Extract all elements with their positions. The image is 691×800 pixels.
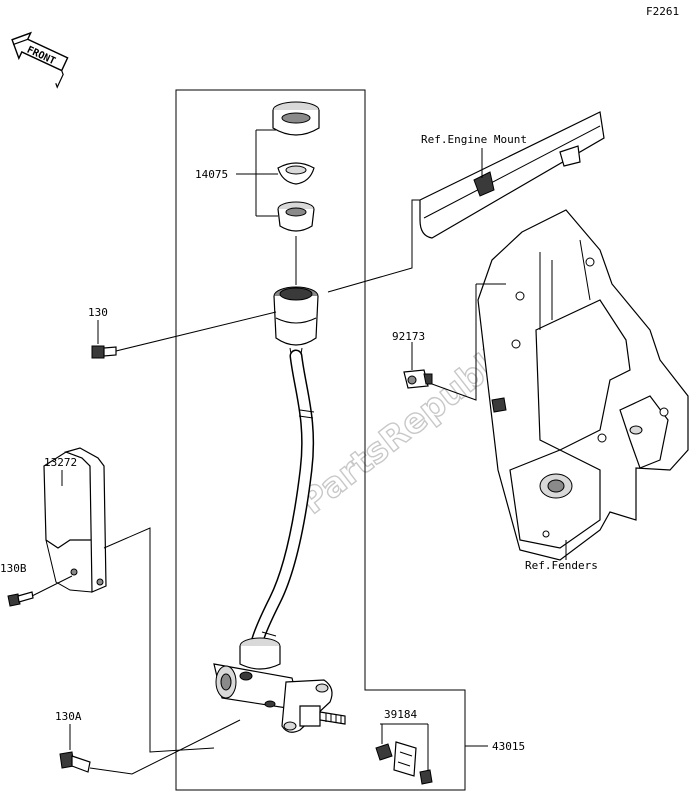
reservoir-diaphragm	[277, 201, 315, 232]
nut-39184	[375, 741, 433, 785]
callout-13272: 13272	[44, 456, 77, 469]
engine-mount-frame	[419, 111, 605, 239]
callout-bracket-14075	[236, 129, 278, 217]
bolt-130b	[7, 591, 34, 607]
guide-fender	[431, 283, 506, 401]
ref-fenders: Ref.Fenders	[525, 559, 598, 572]
callout-43015: 43015	[492, 740, 525, 753]
guide-13272	[103, 527, 215, 753]
master-cylinder	[213, 637, 346, 733]
callout-14075: 14075	[195, 168, 228, 181]
ref-engine-mount: Ref.Engine Mount	[421, 133, 527, 146]
callout-39184: 39184	[384, 708, 417, 721]
bolt-130-top	[91, 345, 117, 359]
clamp-92173	[403, 369, 433, 389]
cover-13272	[43, 447, 107, 593]
reservoir-plate	[277, 162, 315, 185]
callout-130b: 130B	[0, 562, 27, 575]
figure-code: F2261	[646, 5, 679, 18]
reservoir-cap	[272, 101, 320, 136]
guide-130	[115, 311, 277, 352]
bolt-130a	[59, 751, 91, 773]
guide-130b	[31, 575, 73, 597]
assembly-bracket	[175, 89, 466, 791]
callout-92173: 92173	[392, 330, 425, 343]
callout-130a: 130A	[55, 710, 82, 723]
fender-assembly	[477, 209, 689, 561]
leader-39184	[380, 723, 429, 770]
guide-engine-mount	[327, 199, 420, 293]
reservoir	[273, 286, 319, 361]
front-arrow-icon: FRONT	[11, 31, 69, 89]
guide-130a	[89, 719, 241, 775]
callout-130: 130	[88, 306, 108, 319]
